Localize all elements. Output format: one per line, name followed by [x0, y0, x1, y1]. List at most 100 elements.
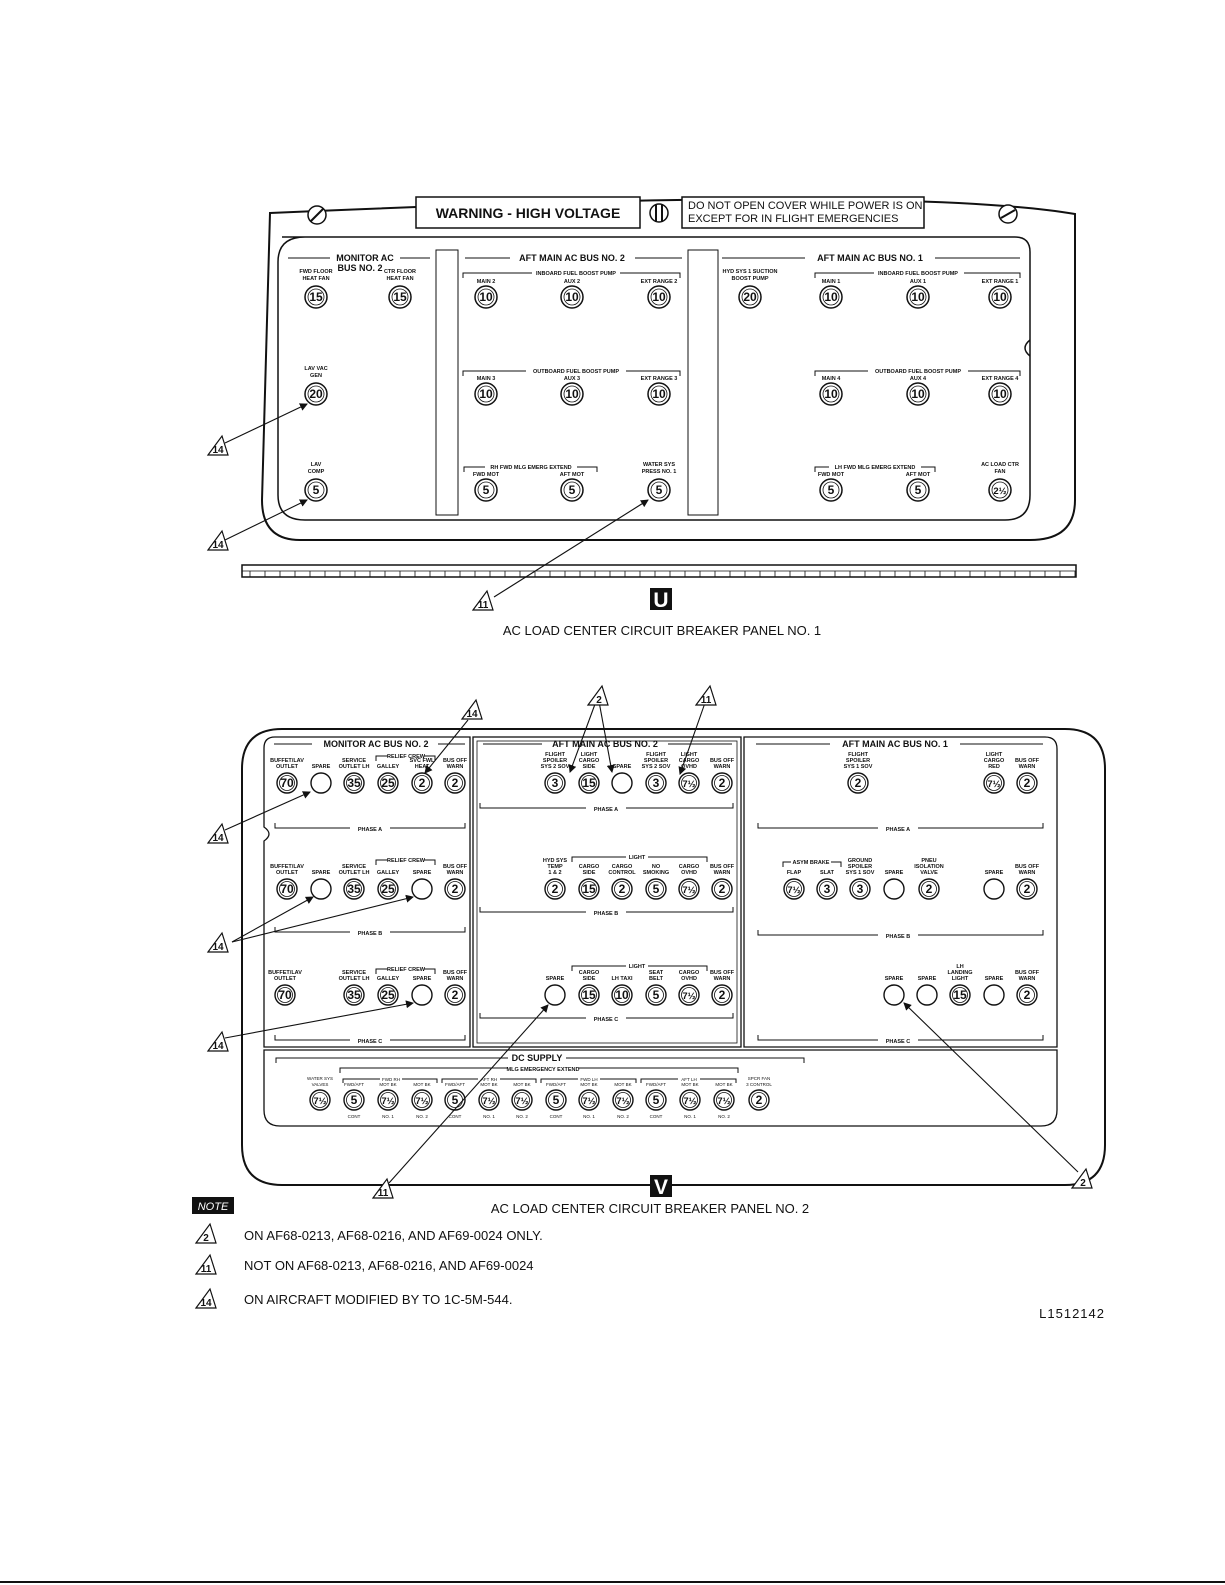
p1-breaker[interactable]: AFT MOT 5 — [906, 472, 931, 502]
p1-breaker[interactable]: FWD FLOOR HEAT FAN 15 — [299, 269, 333, 309]
p2-breaker[interactable]: BUFFET/LAV OUTLET 70 — [270, 758, 304, 794]
svg-text:WARN: WARN — [1019, 870, 1036, 876]
p2-dc-breaker[interactable]: MOT BK 7½ NO. 1 — [478, 1082, 500, 1119]
p2-breaker[interactable]: GALLEY 25 — [377, 764, 400, 794]
p1-breaker[interactable]: MAIN 1 10 — [819, 279, 843, 309]
p1-breaker[interactable]: FWD MOT 5 — [818, 472, 845, 502]
p2-spare-breaker[interactable]: SPARE — [411, 870, 433, 900]
p2-breaker[interactable]: BUS OFF WARN 2 — [1015, 758, 1040, 794]
svg-text:SPOILER: SPOILER — [644, 758, 668, 764]
svg-text:LAV: LAV — [311, 462, 322, 468]
p2-dc-breaker[interactable]: MOT BK 7½ NO. 1 — [578, 1082, 600, 1119]
p1-breaker[interactable]: MAIN 4 10 — [819, 376, 843, 406]
p2-breaker[interactable]: LIGHT CARGO RED 7½ — [983, 752, 1005, 794]
svg-text:CARGO: CARGO — [612, 864, 633, 870]
p2-breaker[interactable]: BUS OFF WARN 2 — [1015, 864, 1040, 900]
p1-breaker[interactable]: EXT RANGE 2 10 — [641, 279, 678, 309]
p2-dc-breaker[interactable]: MOT BK 7½ NO. 2 — [411, 1082, 433, 1119]
p2-dc-breaker[interactable]: MOT BK 7½ NO. 2 — [713, 1082, 735, 1119]
p1-breaker[interactable]: HYD SYS 1 SUCTION BOOST PUMP 20 — [722, 269, 778, 309]
p2-dc-breaker[interactable]: FWD/AFT 5 CONT — [545, 1082, 567, 1119]
p2-dc-breaker[interactable]: WATER SYS VALVES 7½ — [307, 1076, 333, 1111]
svg-text:FWD MOT: FWD MOT — [473, 472, 500, 478]
p2-dc-breaker[interactable]: FWD/AFT 5 CONT — [343, 1082, 365, 1119]
p2-breaker[interactable]: GALLEY 25 — [377, 976, 400, 1006]
p2-breaker[interactable]: HYD SYS TEMP 1 & 2 2 — [543, 858, 567, 900]
p2-breaker[interactable]: SERVICE OUTLET LH 35 — [339, 864, 370, 900]
p2-breaker[interactable]: CARGO SIDE 15 — [578, 864, 600, 900]
p1-breaker[interactable]: MAIN 2 10 — [474, 279, 498, 309]
p2-breaker[interactable]: FLIGHT SPOILER SYS 2 SOV 3 — [642, 752, 671, 794]
p2-spare-breaker[interactable]: SPARE — [916, 976, 938, 1006]
p2-breaker[interactable]: BUS OFF WARN 2 — [443, 970, 468, 1006]
p2-spare-breaker[interactable]: SPARE — [883, 870, 905, 900]
p1-breaker[interactable]: AUX 1 10 — [906, 279, 930, 309]
p2-dc-breaker[interactable]: MOT BK 7½ NO. 1 — [679, 1082, 701, 1119]
p1-breaker[interactable]: CTR FLOOR HEAT FAN 15 — [384, 269, 416, 309]
p2-breaker[interactable]: BUFFET/LAV OUTLET 70 — [270, 864, 304, 900]
p2-breaker[interactable]: LH LANDING LIGHT 15 — [947, 964, 973, 1006]
p2-breaker[interactable]: NO SMOKING 5 — [643, 864, 669, 900]
p2-breaker[interactable]: CARGO CONTROL 2 — [608, 864, 636, 900]
svg-text:LH FWD MLG EMERG EXTEND: LH FWD MLG EMERG EXTEND — [835, 465, 916, 471]
svg-text:EXT RANGE 2: EXT RANGE 2 — [641, 279, 678, 285]
p1-breaker[interactable]: LAV VAC GEN 20 — [304, 366, 328, 406]
p2-breaker[interactable]: FLIGHT SPOILER SYS 1 SOV 2 — [844, 752, 873, 794]
p1-breaker[interactable]: AFT MOT 5 — [560, 472, 585, 502]
p2-breaker[interactable]: GROUND SPOILER SYS 1 SOV 3 — [846, 858, 875, 900]
p1-breaker[interactable]: WATER SYS PRESS NO. 1 5 — [642, 462, 677, 502]
p2-breaker[interactable]: BUS OFF WARN 2 — [710, 970, 735, 1006]
p2-dc-breaker[interactable]: SPCR FAN 3 CONTROL 2 — [746, 1076, 772, 1111]
p2-spare-breaker[interactable]: SPARE — [883, 976, 905, 1006]
p2-breaker[interactable]: CARGO OVHD 7½ — [678, 970, 700, 1006]
p2-dc-breaker[interactable]: FWD/AFT 5 CONT — [645, 1082, 667, 1119]
p2-breaker[interactable]: PNEU ISOLATION VALVE 2 — [914, 858, 944, 900]
p2-spare-breaker[interactable]: SPARE — [611, 764, 633, 794]
p2-spare-breaker[interactable]: SPARE — [310, 764, 332, 794]
p2-spare-breaker[interactable]: SPARE — [983, 870, 1005, 900]
p2-breaker[interactable]: SEAT BELT 5 — [645, 970, 667, 1006]
p2-breaker[interactable]: BUS OFF WARN 2 — [710, 864, 735, 900]
p2-breaker[interactable]: BUS OFF WARN 2 — [443, 758, 468, 794]
p2-breaker[interactable]: FLAP 7½ — [783, 870, 805, 900]
callout-11: 11 — [694, 684, 717, 706]
p2-dc-breaker[interactable]: MOT BK 7½ NO. 2 — [612, 1082, 634, 1119]
svg-text:BUFFET/LAV: BUFFET/LAV — [270, 864, 304, 870]
callout-11: 11 — [471, 589, 494, 611]
p2-breaker[interactable]: SERVICE OUTLET LH 35 — [339, 758, 370, 794]
p2-breaker[interactable]: LH TAXI 10 — [611, 976, 633, 1006]
p2-breaker[interactable]: BUFFET/LAV OUTLET 70 — [268, 970, 302, 1006]
p1-breaker[interactable]: AUX 4 10 — [906, 376, 930, 406]
p2-breaker[interactable]: SLAT 3 — [816, 870, 838, 900]
p2-breaker[interactable]: LIGHT CARGO SIDE 15 — [578, 752, 600, 794]
svg-text:INBOARD FUEL BOOST PUMP: INBOARD FUEL BOOST PUMP — [536, 271, 616, 277]
p1-breaker[interactable]: LAV COMP 5 — [304, 462, 328, 502]
svg-text:FWD/AFT: FWD/AFT — [546, 1082, 566, 1087]
p2-breaker[interactable]: CARGO SIDE 15 — [578, 970, 600, 1006]
p2-breaker[interactable]: BUS OFF WARN 2 — [443, 864, 468, 900]
p1-breaker[interactable]: EXT RANGE 4 10 — [982, 376, 1020, 406]
p1-breaker[interactable]: AUX 3 10 — [560, 376, 584, 406]
p2-spare-breaker[interactable]: SPARE — [411, 976, 433, 1006]
p2-spare-breaker[interactable]: SPARE — [983, 976, 1005, 1006]
p2-dc-breaker[interactable]: MOT BK 7½ NO. 2 — [511, 1082, 533, 1119]
p2-breaker[interactable]: SVC FWL HEAT 2 — [410, 758, 435, 794]
svg-text:WARN: WARN — [714, 976, 731, 982]
p2-breaker[interactable]: BUS OFF WARN 2 — [710, 758, 735, 794]
p2-dc-breaker[interactable]: MOT BK 7½ NO. 1 — [377, 1082, 399, 1119]
p1-breaker[interactable]: EXT RANGE 3 10 — [641, 376, 678, 406]
p1-breaker[interactable]: MAIN 3 10 — [474, 376, 498, 406]
p2-spare-breaker[interactable]: SPARE — [544, 976, 566, 1006]
p2-breaker[interactable]: SERVICE OUTLET LH 35 — [339, 970, 370, 1006]
p1-breaker[interactable]: AC LOAD CTR FAN 2½ — [981, 462, 1019, 502]
p2-breaker[interactable]: FLIGHT SPOILER SYS 2 SOV 3 — [541, 752, 570, 794]
p2-breaker[interactable]: LIGHT CARGO OVHD 7½ — [678, 752, 700, 794]
p2-breaker[interactable]: CARGO OVHD 7½ — [678, 864, 700, 900]
p1-breaker[interactable]: AUX 2 10 — [560, 279, 584, 309]
p2-spare-breaker[interactable]: SPARE — [310, 870, 332, 900]
p1-breaker[interactable]: EXT RANGE 1 10 — [982, 279, 1019, 309]
p1-breaker[interactable]: FWD MOT 5 — [473, 472, 500, 502]
p2-breaker[interactable]: GALLEY 25 — [377, 870, 400, 900]
svg-text:NO. 1: NO. 1 — [583, 1114, 595, 1119]
p2-breaker[interactable]: BUS OFF WARN 2 — [1015, 970, 1040, 1006]
